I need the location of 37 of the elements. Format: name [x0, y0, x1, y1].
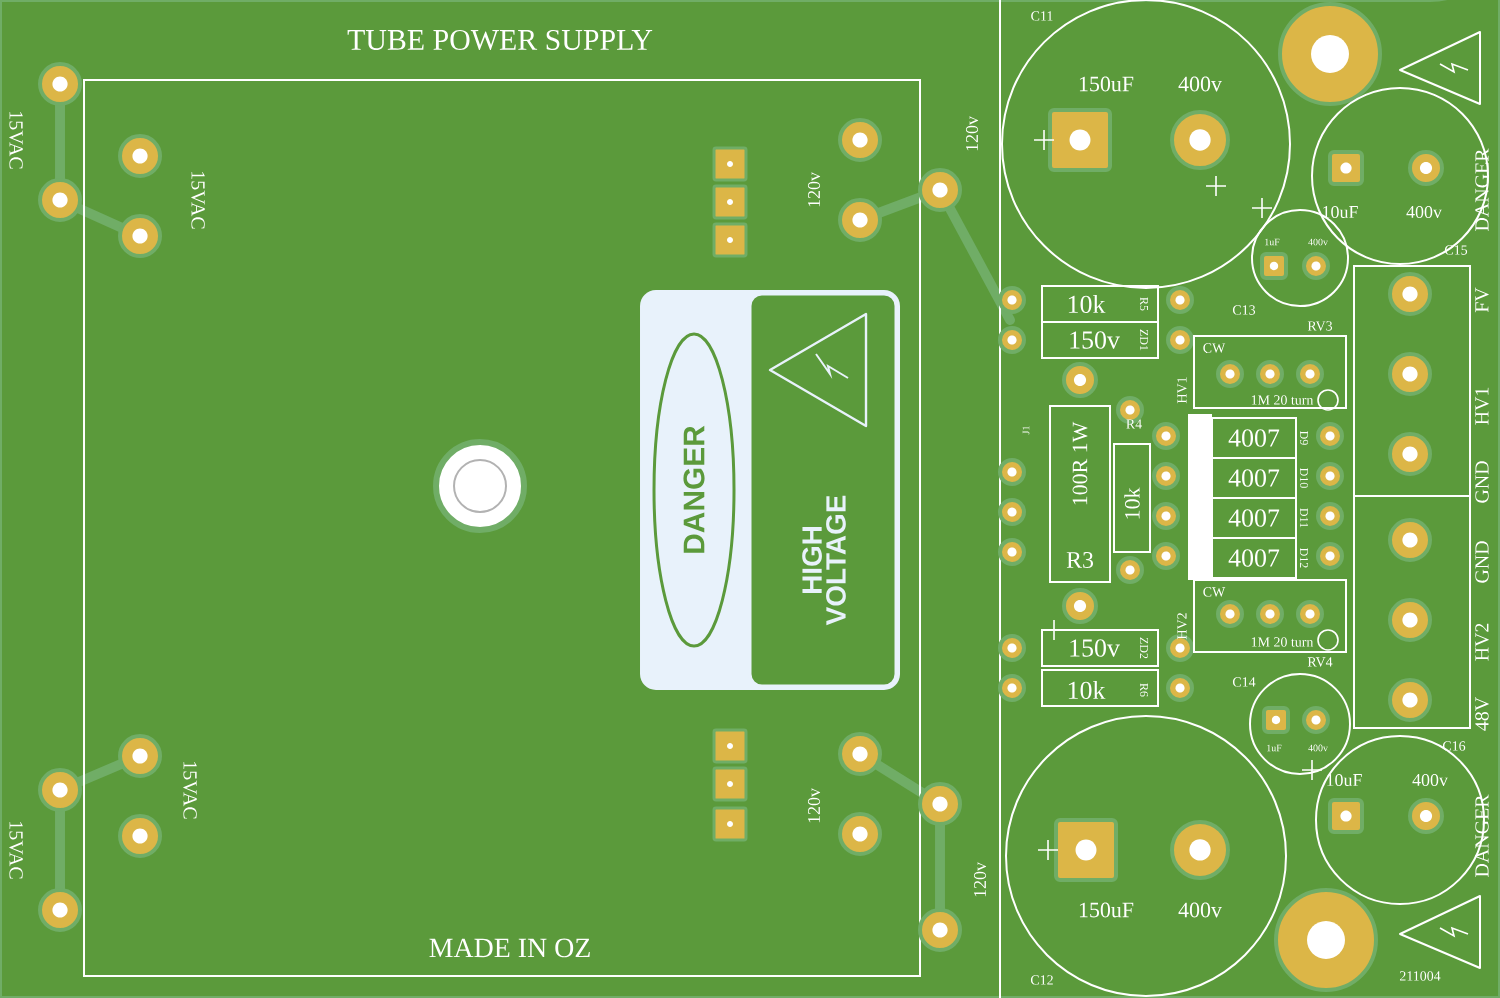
component-value: 10uF — [1323, 205, 1358, 219]
silkscreen-label: 48V — [1475, 697, 1489, 731]
component-value: 10k — [1068, 680, 1106, 700]
component-value: 400v — [1412, 773, 1448, 787]
component-value: 10uF — [1327, 773, 1362, 787]
sign-text: HIGH VOLTAGE — [802, 495, 846, 626]
component-value: 100R 1W — [1072, 421, 1088, 505]
component-value: 4007 — [1228, 549, 1280, 567]
silkscreen-label: 15VAC — [9, 112, 23, 169]
silkscreen-label: MADE IN OZ — [429, 938, 590, 958]
component-value: R3 — [1066, 551, 1094, 568]
silkscreen-label: 15VAC — [183, 762, 197, 819]
component-value: 400v — [1178, 76, 1222, 92]
component-value: 150v — [1070, 639, 1120, 657]
component-value: 150uF — [1079, 76, 1134, 92]
component-value: 10k — [1124, 487, 1140, 519]
silkscreen-label: 120v — [965, 116, 979, 151]
component-value: 4007 — [1228, 429, 1280, 447]
component-value: 400v — [1178, 902, 1222, 918]
silkscreen-label: GND — [1475, 461, 1489, 503]
component-value: 10k — [1068, 294, 1106, 314]
sign-text: DANGER — [683, 425, 705, 553]
component-value: 4007 — [1228, 509, 1280, 527]
component-value: 400v — [1406, 205, 1442, 219]
silkscreen-label: 15VAC — [191, 172, 205, 229]
silkscreen-label: 120v — [807, 788, 821, 823]
silkscreen-label: HV1 — [1475, 387, 1489, 425]
silkscreen-label: 120v — [807, 172, 821, 207]
board-title: TUBE POWER SUPPLY — [347, 29, 653, 51]
component-value: 150v — [1070, 331, 1120, 349]
silkscreen-label: FV — [1475, 287, 1489, 313]
component-value: 4007 — [1228, 469, 1280, 487]
component-value: 150uF — [1079, 902, 1134, 918]
silkscreen-label: HV2 — [1475, 623, 1489, 661]
silkscreen-label: 15VAC — [9, 822, 23, 879]
silkscreen-label: 120v — [973, 862, 987, 897]
silkscreen-label: GND — [1475, 541, 1489, 583]
